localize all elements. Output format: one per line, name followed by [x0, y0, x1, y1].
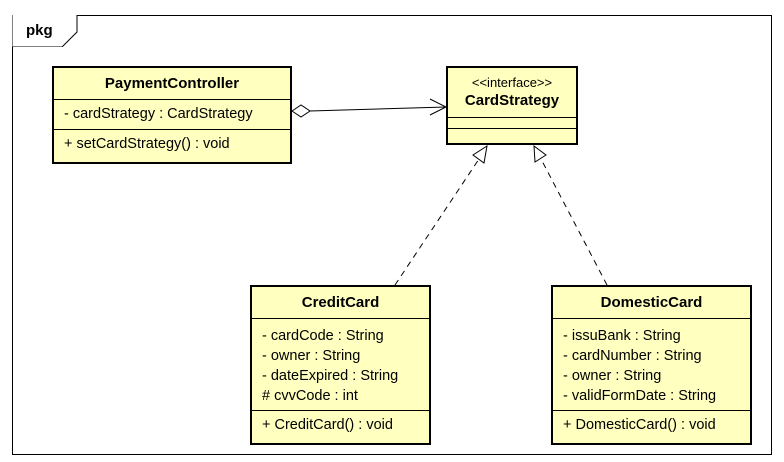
operation: + DomesticCard() : void: [563, 417, 716, 433]
class-payment-controller[interactable]: PaymentController - cardStrategy : CardS…: [52, 66, 292, 164]
realization-arrowhead: [533, 144, 547, 163]
operations-compartment: + DomesticCard() : void: [553, 411, 750, 435]
class-header: PaymentController: [54, 68, 290, 100]
realization-arrowhead: [472, 144, 488, 164]
attribute: - owner : String: [262, 348, 361, 364]
class-header: CreditCard: [252, 287, 429, 319]
attribute: - issuBank : String: [563, 328, 681, 344]
class-header: <<interface>> CardStrategy: [448, 68, 576, 118]
attribute: - cardCode : String: [262, 328, 384, 344]
package-tab: [12, 15, 78, 47]
attributes-compartment: - cardStrategy : CardStrategy: [54, 100, 290, 130]
attribute: # cvvCode : int: [262, 388, 358, 404]
attribute: - dateExpired : String: [262, 368, 399, 384]
class-domestic-card[interactable]: DomesticCard - issuBank : String - cardN…: [551, 285, 752, 445]
operations-compartment: + setCardStrategy() : void: [54, 130, 290, 154]
operations-compartment: [448, 129, 576, 144]
attribute: - cardStrategy : CardStrategy: [64, 106, 253, 122]
operation: + setCardStrategy() : void: [64, 136, 230, 152]
class-stereotype: <<interface>>: [471, 75, 553, 90]
class-name: PaymentController: [104, 75, 240, 92]
realization-domesticcard: [533, 144, 608, 286]
realization-creditcard: [394, 144, 488, 286]
operation: + CreditCard() : void: [262, 417, 393, 433]
attribute: - owner : String: [563, 368, 662, 384]
attribute: - validFormDate : String: [563, 388, 717, 404]
operations-compartment: + CreditCard() : void: [252, 411, 429, 435]
attributes-compartment: [448, 118, 576, 129]
attributes-compartment: - cardCode : String - owner : String - d…: [252, 319, 429, 411]
attributes-compartment: - issuBank : String - cardNumber : Strin…: [553, 319, 750, 411]
class-name: DomesticCard: [600, 294, 703, 311]
aggregation-relation: [291, 98, 448, 118]
class-name: CardStrategy: [464, 92, 560, 109]
class-credit-card[interactable]: CreditCard - cardCode : String - owner :…: [250, 285, 431, 445]
package-frame: [12, 15, 772, 455]
class-name: CreditCard: [301, 294, 380, 311]
attribute: - cardNumber : String: [563, 348, 702, 364]
package-label: pkg: [26, 22, 53, 39]
class-card-strategy[interactable]: <<interface>> CardStrategy: [446, 66, 578, 145]
aggregation-diamond: [291, 104, 311, 118]
class-header: DomesticCard: [553, 287, 750, 319]
